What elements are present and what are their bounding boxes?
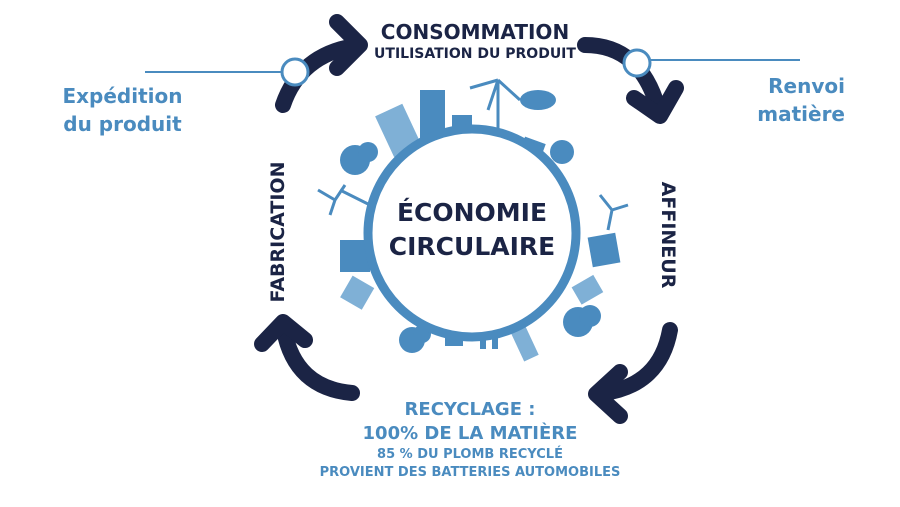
step-fabrication: FABRICATION [267,161,289,303]
callout-node-left [280,57,310,87]
consommation-subtitle: UTILISATION DU PRODUIT [374,46,576,62]
callout-expedition: Expédition du produit [55,82,190,138]
callout-renvoi: Renvoi matière [745,72,845,128]
step-affineur: AFFINEUR [657,181,679,289]
recyclage-title: RECYCLAGE : [404,399,536,420]
expedition-line1: Expédition [62,84,183,108]
arrowhead-fabrication [254,314,313,352]
callout-node-right [622,48,652,78]
center-line2: CIRCULAIRE [388,232,556,261]
arrow-recyclage [596,322,678,401]
consommation-title: CONSOMMATION [380,20,570,44]
renvoi-line2: matière [757,102,845,126]
recyclage-note2: PROVIENT DES BATTERIES AUTOMOBILES [319,465,621,480]
arrowhead-renvoi [626,80,684,124]
arrowhead-recyclage [588,364,628,424]
arrow-expedition [275,38,363,113]
expedition-line2: du produit [63,112,182,136]
center-line1: ÉCONOMIE [396,198,548,227]
arrowhead-expedition [329,14,368,76]
recyclage-subtitle: 100% DE LA MATIÈRE [362,423,578,444]
renvoi-line1: Renvoi [768,74,845,98]
step-consommation: CONSOMMATION UTILISATION DU PRODUIT [300,20,650,64]
recyclage-note1: 85 % DU PLOMB RECYCLÉ [377,447,563,462]
arrow-fabrication [276,322,360,401]
step-recyclage: RECYCLAGE : 100% DE LA MATIÈRE 85 % DU P… [250,398,690,482]
center-ring [363,124,581,342]
center-title: ÉCONOMIE CIRCULAIRE [372,196,572,264]
